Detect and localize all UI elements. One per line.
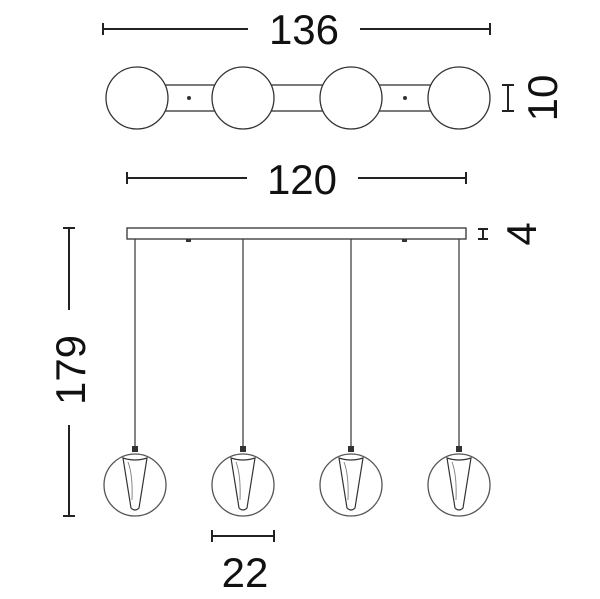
globe-diffuser-4: [446, 457, 472, 511]
pendant-globe-2: [211, 446, 275, 517]
globe-2: [211, 453, 275, 517]
top-width-dimension: 136: [102, 6, 491, 53]
globe-4: [427, 453, 491, 517]
canopy-height-dimension: 4: [478, 222, 545, 246]
globe-reflection-3: [343, 461, 349, 501]
canopy-height-label: 4: [498, 222, 545, 245]
top-view-globe-4: [427, 66, 491, 130]
globe-reflection-4: [451, 461, 457, 501]
front-view-screw-1: [186, 239, 191, 242]
pendant-globe-1: [103, 446, 167, 517]
top-view-globe-1: [105, 66, 169, 130]
globe-cap-3: [348, 446, 354, 452]
globe-diffuser-2: [230, 457, 256, 511]
pendant-globe-3: [319, 446, 383, 517]
depth-label: 10: [519, 75, 566, 122]
top-view-screw-2: [403, 96, 407, 100]
globe-diameter-dimension: 22: [211, 530, 275, 596]
front-view-screw-2: [402, 239, 407, 242]
top-view-globe-3: [319, 66, 383, 130]
globe-cap-1: [132, 446, 138, 452]
globe-diameter-label: 22: [222, 549, 269, 596]
canopy-width-dimension: 120: [126, 156, 467, 203]
depth-dimension: 10: [502, 75, 566, 122]
top-width-label: 136: [269, 6, 339, 53]
top-view-globe-2: [211, 66, 275, 130]
globe-diffuser-1: [122, 457, 148, 511]
front-view: [103, 227, 491, 517]
globe-1: [103, 453, 167, 517]
globe-3: [319, 453, 383, 517]
globe-reflection-1: [127, 461, 133, 501]
globe-cap-4: [456, 446, 462, 452]
total-height-dimension: 179: [47, 227, 94, 517]
pendant-globe-4: [427, 446, 491, 517]
globe-cap-2: [240, 446, 246, 452]
globe-reflection-2: [235, 461, 241, 501]
total-height-label: 179: [47, 335, 94, 405]
front-view-canopy: [126, 227, 467, 240]
globe-diffuser-3: [338, 457, 364, 511]
top-view-screw-1: [187, 96, 191, 100]
canopy-width-label: 120: [267, 156, 337, 203]
top-view-canopy: [135, 84, 463, 112]
top-view: [105, 66, 491, 130]
